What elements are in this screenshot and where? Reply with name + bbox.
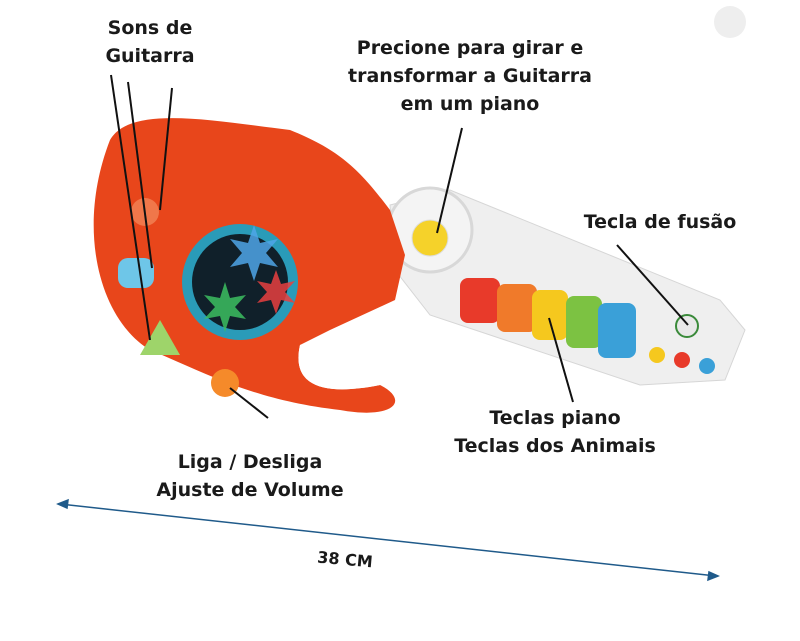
label-guitar-sounds: Sons de Guitarra <box>90 14 210 70</box>
piano-keys <box>460 278 636 358</box>
label-line: Precione para girar e <box>356 37 584 59</box>
label-line: transformar a Guitarra <box>348 65 592 87</box>
label-line: Teclas piano <box>489 407 621 429</box>
label-line: em um piano <box>400 93 540 115</box>
pointer-lines <box>110 74 689 419</box>
small-button-blue <box>699 358 715 374</box>
label-line: Guitarra <box>105 45 195 67</box>
label-line: Liga / Desliga <box>177 451 323 473</box>
label-piano-keys: Teclas piano Teclas dos Animais <box>440 404 670 460</box>
corner-dot <box>714 6 746 38</box>
label-power-volume: Liga / Desliga Ajuste de Volume <box>140 448 360 504</box>
guitar-sound-button-blue <box>118 258 154 288</box>
dimension-arrow <box>56 498 720 582</box>
guitar-sound-button-green <box>140 320 180 355</box>
guitar-body <box>93 118 405 413</box>
fusion-key <box>675 314 699 338</box>
rotate-button <box>411 219 449 257</box>
label-line: Ajuste de Volume <box>156 479 344 501</box>
label-line: Sons de <box>107 17 193 39</box>
label-rotate: Precione para girar e transformar a Guit… <box>335 34 605 118</box>
label-line: Teclas dos Animais <box>454 435 656 457</box>
small-button-red <box>674 352 690 368</box>
label-fusion-key: Tecla de fusão <box>583 211 737 233</box>
small-button-yellow <box>649 347 665 363</box>
